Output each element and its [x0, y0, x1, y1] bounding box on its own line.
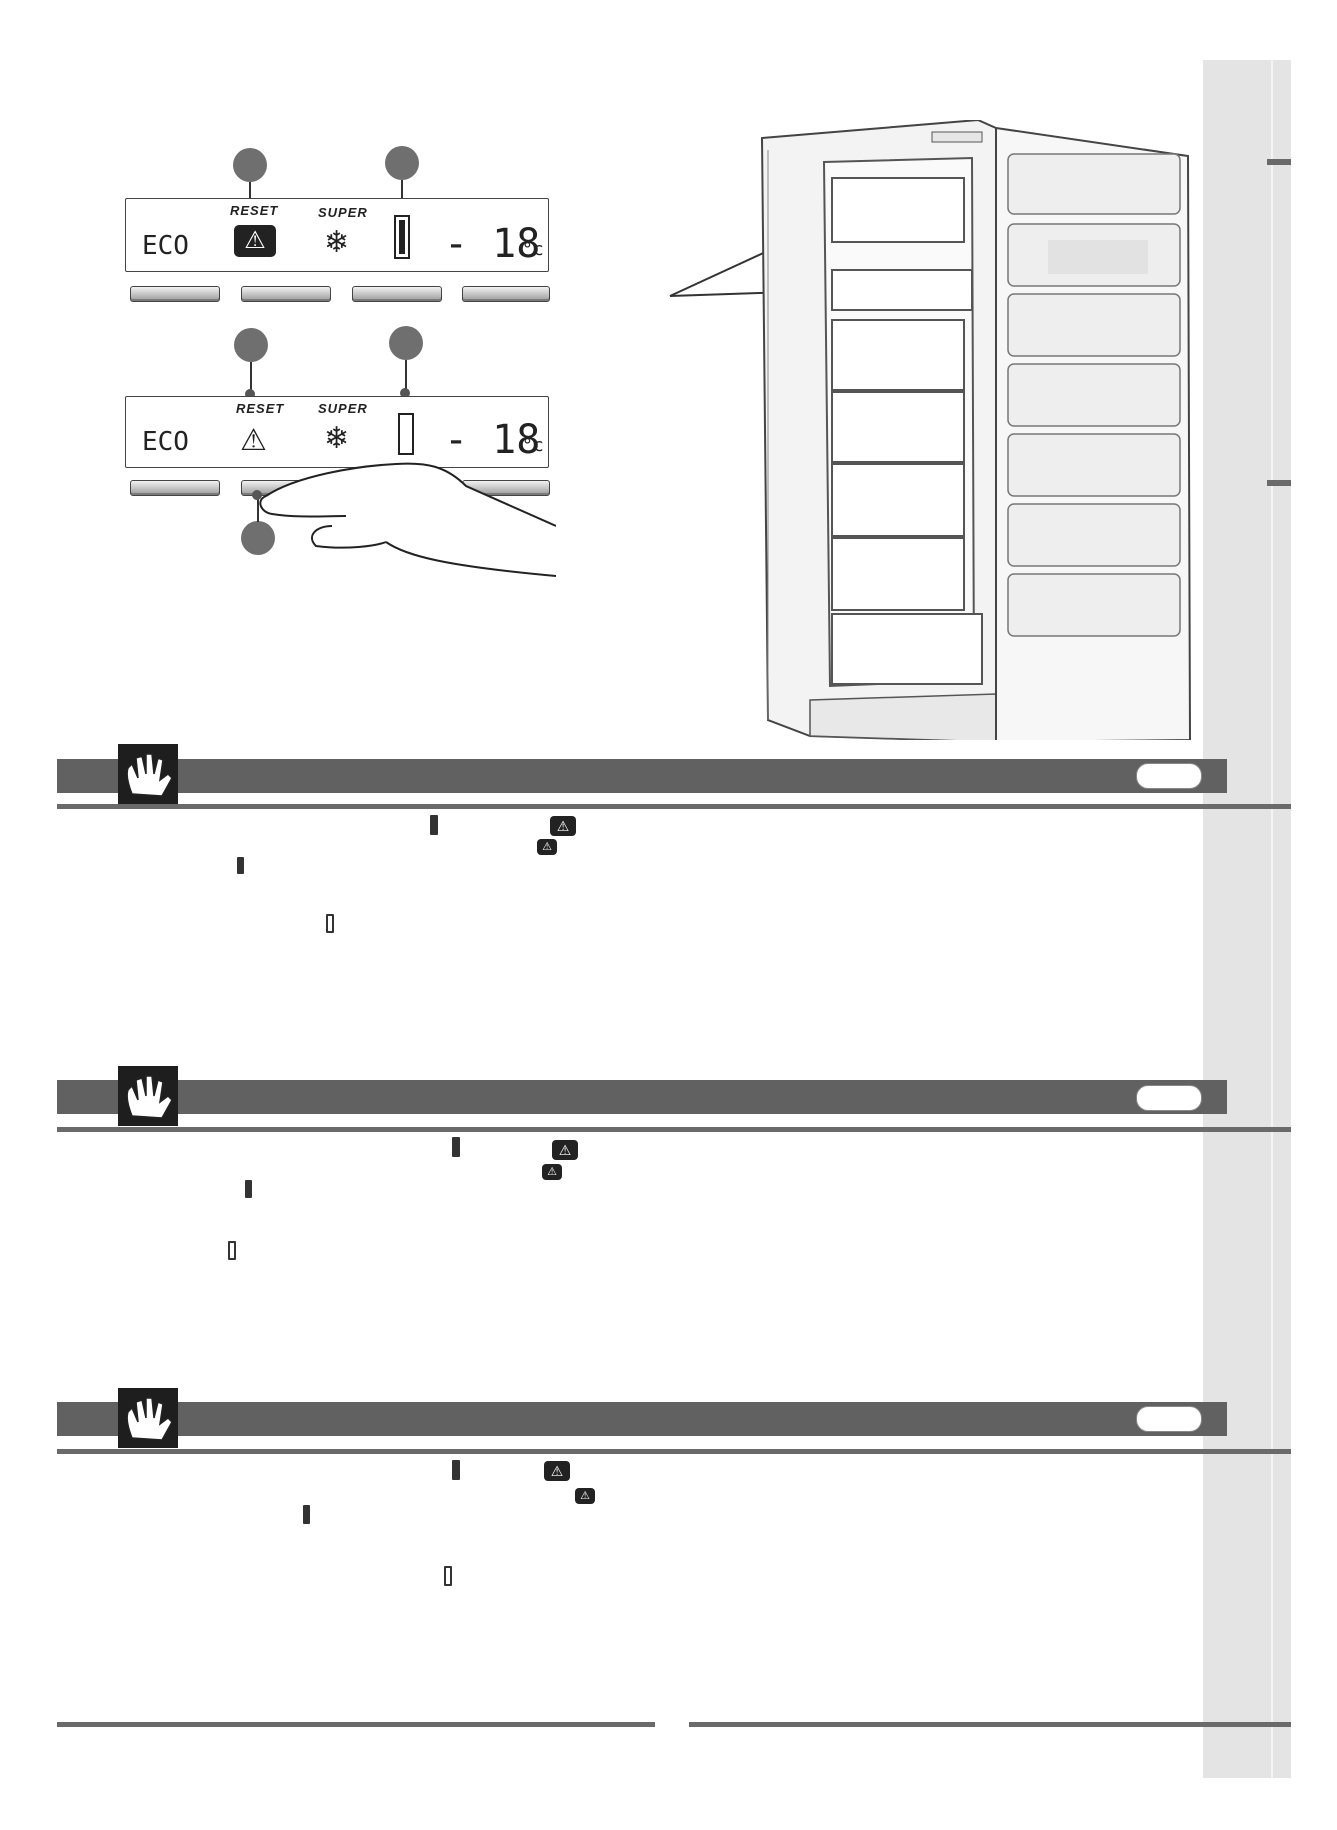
callout-leader [401, 180, 403, 208]
temperature-readout: - 18 [444, 417, 541, 463]
snowflake-icon: ❄ [324, 226, 350, 259]
language-pill [1136, 1085, 1202, 1111]
panel-button[interactable] [352, 286, 442, 302]
section-header-bar [57, 1080, 1227, 1114]
temperature-readout: - 18 [444, 221, 541, 267]
alarm-bar-icon [452, 1460, 460, 1480]
callout-marker [233, 148, 267, 182]
section-rule [57, 1127, 1291, 1132]
warning-icon: ⚠ [240, 424, 267, 457]
callout-dot [400, 388, 410, 398]
eco-indicator: ECO [142, 231, 189, 261]
snowflake-icon: ❄ [324, 422, 350, 455]
hand-icon [118, 744, 178, 804]
callout-dot [252, 490, 262, 500]
panel-button[interactable] [241, 286, 331, 302]
section-header-bar [57, 759, 1227, 793]
alarm-bar-icon [303, 1505, 310, 1524]
margin-tab-marker [1267, 480, 1291, 486]
margin-tab-marker [1267, 159, 1291, 165]
alarm-bar-hollow-icon [326, 914, 334, 933]
panel-button[interactable] [130, 480, 220, 496]
callout-leader [250, 362, 252, 396]
super-label: SUPER [318, 401, 368, 416]
reset-label: RESET [230, 203, 279, 218]
section-rule [57, 804, 1291, 809]
super-label: SUPER [318, 205, 368, 220]
callout-marker [385, 146, 419, 180]
alarm-bar-hollow-icon [228, 1241, 236, 1260]
alarm-bar-indicator [398, 413, 414, 455]
footer-rule-right [689, 1722, 1291, 1727]
temperature-unit: °c [522, 435, 544, 456]
page-margin-strip [1203, 60, 1291, 1778]
callout-leader [257, 494, 259, 522]
alarm-bar-icon [430, 815, 438, 835]
temperature-unit: °c [522, 239, 544, 260]
warning-icon: ⚠ [234, 225, 276, 257]
alarm-bar-icon [237, 857, 244, 874]
alarm-bar-icon [245, 1180, 252, 1198]
callout-leader [405, 360, 407, 390]
language-pill [1136, 763, 1202, 789]
lcd-display: RESET SUPER ECO ⚠ ❄ - 18 °c [125, 396, 549, 468]
alarm-bar-hollow-icon [444, 1566, 452, 1586]
eco-indicator: ECO [142, 427, 189, 457]
panel-button[interactable] [130, 286, 220, 302]
footer-rule-left [57, 1722, 655, 1727]
alarm-bar-indicator [394, 215, 410, 259]
hand-icon [118, 1388, 178, 1448]
panel-button[interactable] [462, 286, 550, 302]
warning-icon: ⚠ [552, 1140, 578, 1160]
warning-icon: ⚠ [544, 1461, 570, 1481]
page-margin-line [1271, 60, 1273, 1778]
upright-freezer-illustration [669, 120, 1192, 740]
callout-marker [241, 521, 275, 555]
alarm-bar-icon [452, 1137, 460, 1157]
hand-icon [118, 1066, 178, 1126]
warning-icon: ⚠ [537, 839, 557, 855]
section-rule [57, 1449, 1291, 1454]
warning-icon: ⚠ [542, 1164, 562, 1180]
callout-marker [234, 328, 268, 362]
warning-icon: ⚠ [575, 1488, 595, 1504]
pressing-hand-illustration [259, 462, 556, 577]
warning-icon: ⚠ [550, 816, 576, 836]
lcd-display: RESET SUPER ECO ⚠ ❄ - 18 °c [125, 198, 549, 272]
reset-label: RESET [236, 401, 285, 416]
section-header-bar [57, 1402, 1227, 1436]
language-pill [1136, 1406, 1202, 1432]
callout-dot [245, 389, 255, 399]
callout-marker [389, 326, 423, 360]
